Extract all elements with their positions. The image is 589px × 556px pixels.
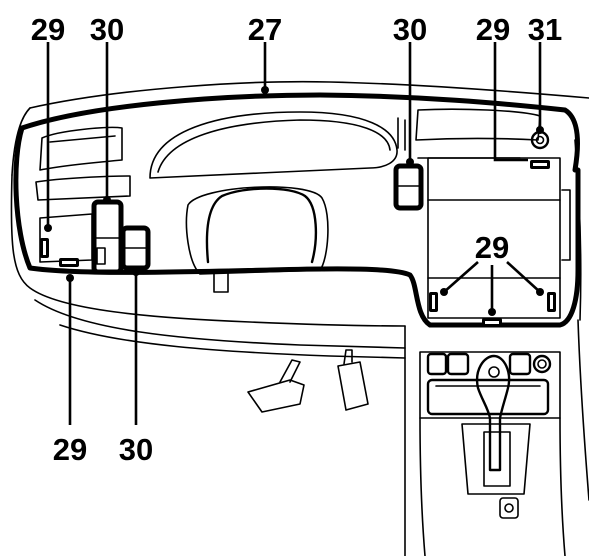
callout-31-top-right: 31 bbox=[528, 12, 562, 47]
instrument-cluster-hood bbox=[149, 111, 398, 179]
callout-27-top-center: 27 bbox=[248, 12, 282, 47]
leader-lines bbox=[44, 42, 544, 425]
glovebox bbox=[427, 157, 571, 319]
callout-30-bottom: 30 bbox=[119, 432, 153, 467]
callout-29-top-left: 29 bbox=[31, 12, 65, 47]
right-vents bbox=[397, 108, 541, 159]
left-switch-group bbox=[91, 199, 151, 275]
left-vents bbox=[35, 126, 131, 263]
shift-lever bbox=[461, 354, 531, 519]
pedals bbox=[247, 349, 369, 413]
dashboard-body bbox=[10, 80, 589, 556]
callout-29-glovebox: 29 bbox=[475, 230, 509, 265]
callout-30-top-left: 30 bbox=[90, 12, 124, 47]
left-clips bbox=[40, 238, 79, 267]
dash-trim-outline bbox=[13, 92, 581, 328]
steering-column bbox=[185, 186, 329, 293]
callout-30-top-right: 30 bbox=[393, 12, 427, 47]
center-console bbox=[419, 351, 566, 556]
right-clips bbox=[429, 160, 556, 327]
right-switch bbox=[393, 163, 424, 211]
callout-29-top-right: 29 bbox=[476, 12, 510, 47]
callout-29-bottom: 29 bbox=[53, 432, 87, 467]
